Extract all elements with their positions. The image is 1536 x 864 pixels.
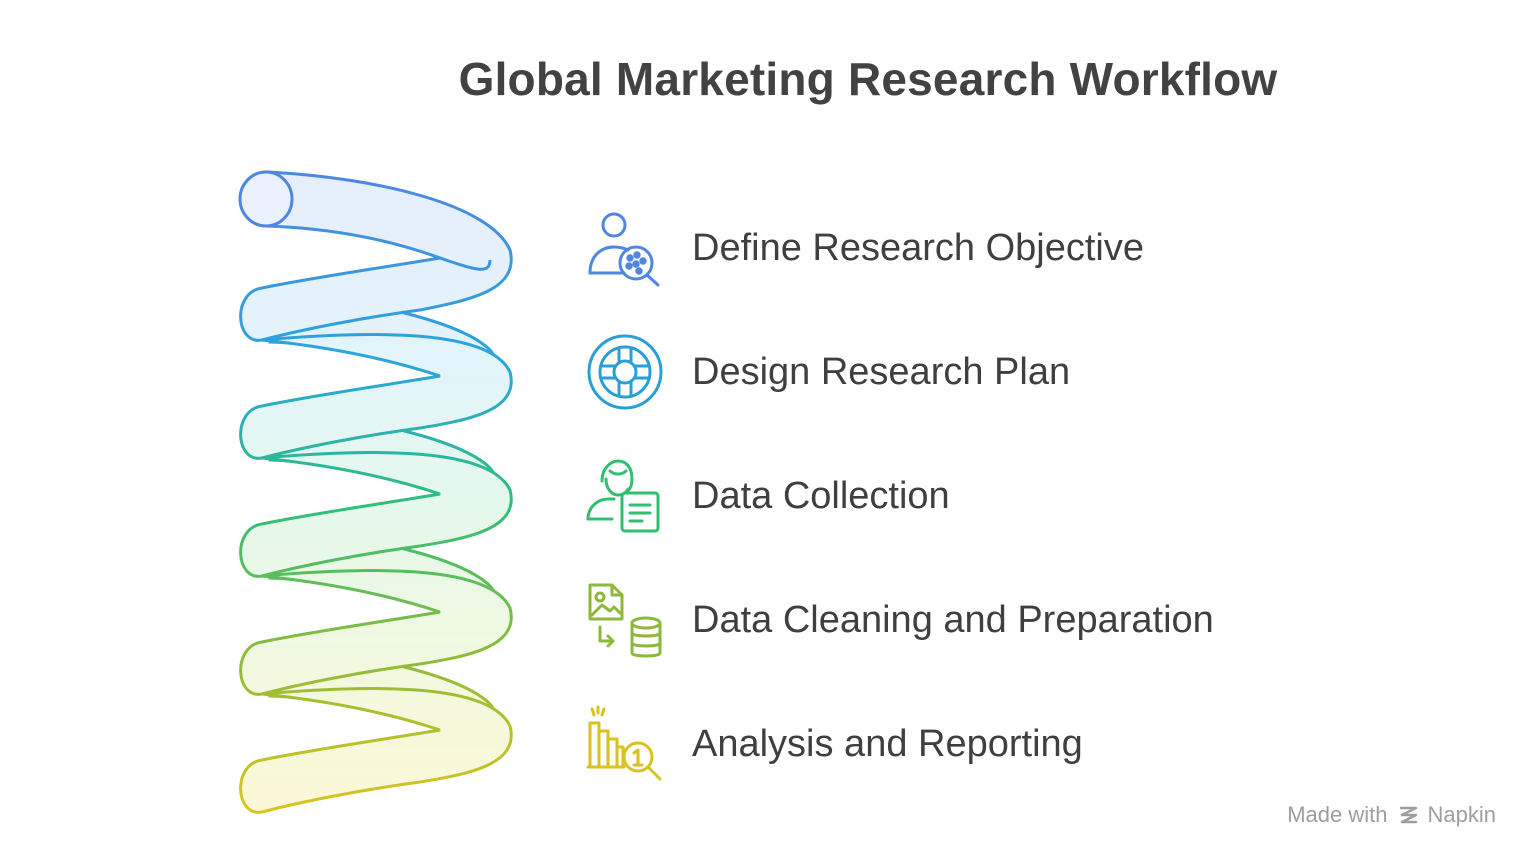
step-label: Data Cleaning and Preparation	[692, 598, 1214, 641]
person-document-icon	[586, 459, 660, 533]
step-label: Define Research Objective	[692, 226, 1144, 269]
napkin-logo-icon	[1399, 806, 1417, 824]
target-plan-icon	[587, 334, 663, 410]
page-title: Global Marketing Research Workflow	[458, 53, 1278, 105]
step-data-cleaning-and-preparation: Data Cleaning and Preparation	[584, 580, 1214, 660]
napkin-brand-text: Napkin	[1427, 802, 1496, 827]
made-with-text: Made with	[1287, 802, 1388, 827]
step-analysis-and-reporting: Analysis and Reporting	[584, 704, 1083, 784]
image-database-icon	[588, 583, 662, 658]
step-design-research-plan: Design Research Plan	[584, 332, 1070, 412]
spiral-coil-graphic	[238, 170, 513, 814]
step-define-research-objective: Define Research Objective	[584, 208, 1144, 288]
step-label: Data Collection	[692, 474, 950, 517]
step-data-collection: Data Collection	[584, 456, 950, 536]
chart-search-icon	[586, 705, 662, 781]
person-search-icon	[588, 212, 660, 287]
step-label: Design Research Plan	[692, 350, 1071, 393]
made-with-napkin-footer: Made with Napkin	[1287, 802, 1496, 828]
step-label: Analysis and Reporting	[692, 722, 1083, 765]
